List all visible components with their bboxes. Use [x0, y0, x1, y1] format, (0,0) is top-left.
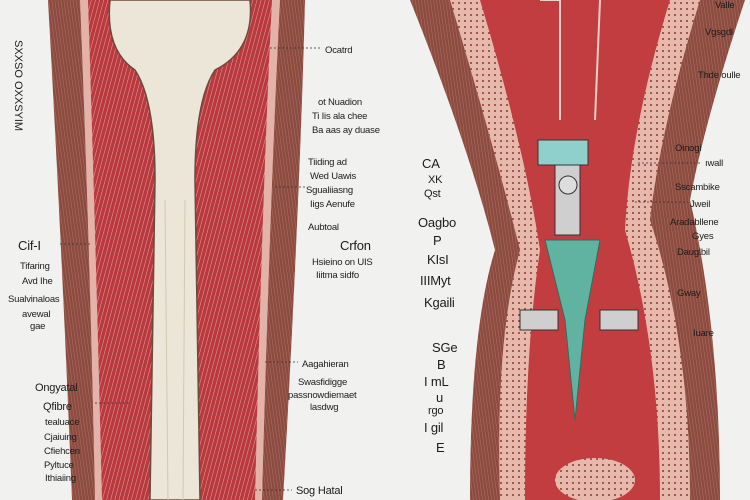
- label: avewal: [22, 309, 51, 320]
- label: Iiitma sidfo: [316, 270, 360, 281]
- label: Tifaring: [20, 261, 50, 272]
- label: Ithiaiing: [45, 473, 76, 484]
- leader-lines: [60, 47, 700, 491]
- label: Hsieino on UIS: [312, 257, 373, 268]
- label: Oagbo: [418, 215, 457, 230]
- label: Ti Iis ala chee: [312, 111, 368, 122]
- label: B: [437, 357, 446, 372]
- label: Iigs Aenufe: [310, 199, 355, 210]
- label: Valle: [715, 0, 735, 11]
- label: Iuare: [693, 328, 714, 339]
- knee-section: [410, 0, 745, 500]
- label: Sog Hatal: [296, 485, 343, 497]
- label: Ocatrd: [325, 45, 353, 56]
- label: lasdwg: [310, 402, 339, 413]
- label: Ongyatal: [35, 382, 78, 394]
- label: Thde oulle: [698, 70, 741, 81]
- label: Cif-I: [18, 238, 41, 253]
- label: passnowdiemaet: [288, 390, 357, 401]
- label: Aradabllene: [670, 217, 719, 228]
- label: KIsI: [427, 252, 449, 267]
- label: Dauglbil: [677, 247, 710, 258]
- label: E: [436, 440, 445, 455]
- label: Aubtoal: [308, 222, 339, 233]
- vertical-title: SXXSO OXXSYIM: [12, 40, 24, 132]
- label: Pyltuce: [44, 460, 74, 471]
- label: rgo: [428, 405, 444, 417]
- label: Gway: [677, 288, 701, 299]
- label: Jweil: [690, 199, 711, 210]
- tendon-fibers: [544, 239, 601, 421]
- label: Aagahieran: [302, 359, 349, 370]
- label: Qfibre: [43, 401, 72, 413]
- label: IIIMyt: [420, 273, 451, 288]
- label: Cfiehcen: [44, 446, 80, 457]
- label: Ba aas ay duase: [312, 125, 380, 136]
- label: Qst: [424, 188, 441, 200]
- label: Swasfidigge: [298, 377, 348, 388]
- label: Vgsgdl: [705, 27, 733, 38]
- thigh-section: [48, 0, 305, 500]
- label: CA: [422, 156, 440, 171]
- label: I gil: [424, 420, 444, 435]
- label: SGe: [432, 340, 458, 355]
- label: ot Nuadion: [318, 97, 362, 108]
- label: Crfon: [340, 238, 371, 253]
- femur-bone: [108, 0, 252, 500]
- label: Sscambike: [675, 182, 720, 193]
- label: Cjaiuing: [44, 432, 77, 443]
- label: u: [436, 390, 444, 405]
- label: gae: [30, 321, 46, 332]
- label: Kgaili: [424, 295, 455, 310]
- label: Oinogi: [675, 143, 702, 154]
- label: Tiiding ad: [308, 157, 347, 168]
- label: P: [433, 233, 442, 248]
- label: I mL: [424, 374, 449, 389]
- label: ıwall: [705, 158, 724, 169]
- label: Wed Uawis: [310, 171, 357, 182]
- label: Avd Ihe: [22, 276, 53, 287]
- label: tealuace: [45, 417, 80, 428]
- label: Sualvinaloas: [8, 294, 60, 305]
- implant-cap: [537, 139, 589, 166]
- label: Sgualiiasng: [306, 185, 353, 196]
- label: Gyes: [692, 231, 714, 242]
- label: XK: [428, 174, 443, 186]
